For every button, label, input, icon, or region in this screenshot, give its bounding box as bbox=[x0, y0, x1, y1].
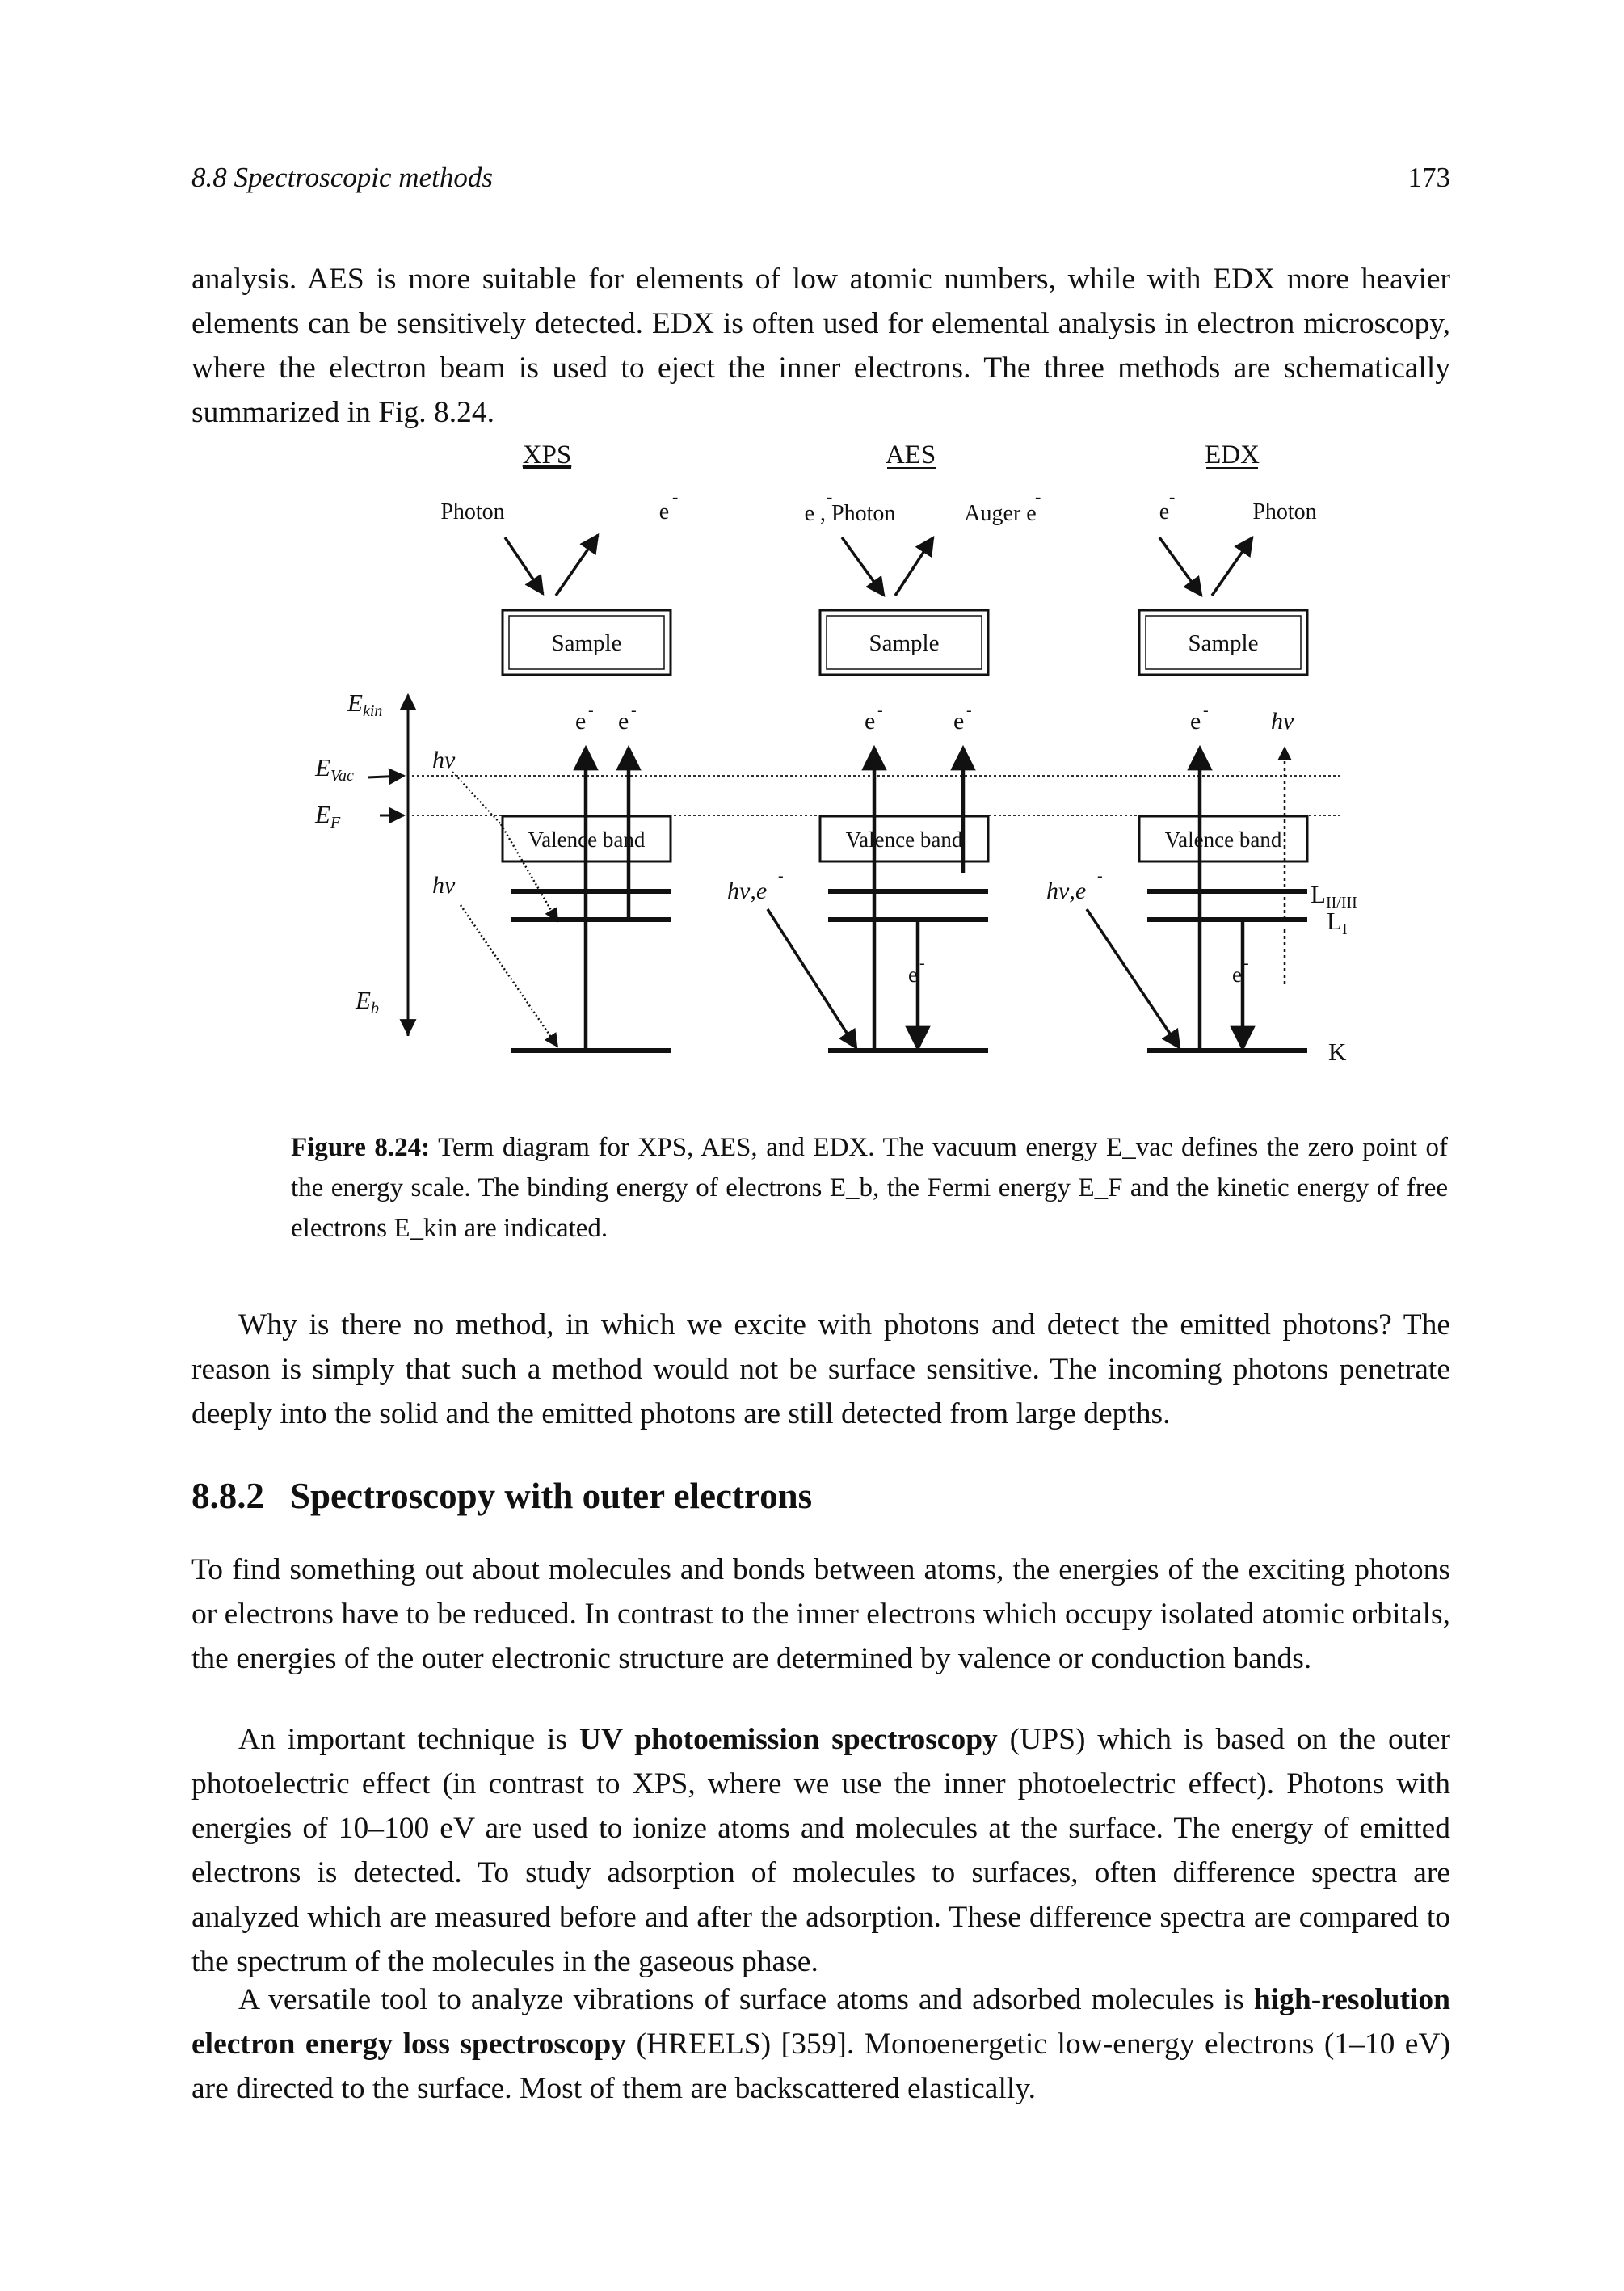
svg-text:-: - bbox=[631, 701, 637, 719]
edx-title: EDX bbox=[1205, 440, 1260, 470]
xps-electron-label: e bbox=[659, 499, 669, 524]
svg-text:-: - bbox=[778, 867, 784, 885]
svg-text:-: - bbox=[1243, 954, 1249, 972]
xps-emitted-e: e bbox=[575, 708, 586, 735]
xps-title: XPS bbox=[523, 440, 572, 470]
aes-title: AES bbox=[886, 440, 936, 470]
shell-l23-label: LII/III bbox=[1311, 880, 1357, 912]
paragraph-why: Why is there no method, in which we exci… bbox=[191, 1308, 1450, 1430]
svg-text:-: - bbox=[827, 486, 832, 507]
section-heading: 8.8.2 Spectroscopy with outer electrons bbox=[191, 1475, 812, 1517]
figure-caption: Figure 8.24: Term diagram for XPS, AES, … bbox=[291, 1127, 1448, 1249]
ekin-label: Ekin bbox=[347, 689, 382, 720]
svg-text:-: - bbox=[1035, 486, 1041, 507]
edx-photon-label: Photon bbox=[1252, 499, 1316, 524]
term-hreels: high-resolution electron energy loss spe… bbox=[191, 1983, 1450, 2061]
section-title: Spectroscopy with outer electrons bbox=[290, 1476, 813, 1516]
svg-text:hν: hν bbox=[432, 872, 456, 899]
paragraph-s2: An important technique is UV photoemissi… bbox=[191, 1723, 1450, 1978]
term-ups: UV photoemission spectroscopy bbox=[578, 1723, 998, 1756]
svg-text:-: - bbox=[1097, 867, 1103, 885]
svg-text:-: - bbox=[1203, 701, 1209, 719]
svg-text:-: - bbox=[919, 954, 925, 972]
caption-text: Term diagram for XPS, AES, and EDX. The … bbox=[291, 1133, 1448, 1243]
eb-label: Eb bbox=[355, 986, 379, 1017]
edx-emitted-e: e bbox=[1190, 708, 1201, 735]
aes-emitted-e: e bbox=[865, 708, 875, 735]
paragraph-intro: analysis. AES is more suitable for eleme… bbox=[191, 263, 1450, 429]
evac-label: EVac bbox=[314, 753, 354, 785]
aes-sample-label: Sample bbox=[869, 630, 940, 656]
page-header: 8.8 Spectroscopic methods 173 bbox=[191, 162, 1450, 197]
svg-text:e: e bbox=[953, 708, 964, 735]
ef-label: EF bbox=[314, 800, 341, 832]
svg-text:-: - bbox=[877, 701, 883, 719]
aes-inner-e: e bbox=[908, 962, 918, 987]
section-number: 8.8.2 bbox=[191, 1476, 264, 1516]
caption-label: Figure 8.24: bbox=[291, 1133, 431, 1162]
edx-inner-e: e bbox=[1232, 962, 1242, 987]
edx-hv-label: hν,e bbox=[1046, 878, 1086, 904]
svg-text:-: - bbox=[672, 486, 678, 507]
xps-hv-label: hν bbox=[432, 747, 456, 773]
edx-photon-hv: hν bbox=[1271, 708, 1294, 735]
aes-hv-label: hν,e bbox=[727, 878, 767, 904]
svg-text:-: - bbox=[588, 701, 594, 719]
aes-valence-label: Valence band bbox=[846, 828, 963, 852]
page-number: 173 bbox=[1407, 162, 1451, 193]
aes-in-label: e , Photon bbox=[805, 501, 896, 526]
term-diagram: XPS AES EDX Photon e - e , Photon - Auge… bbox=[314, 440, 1357, 1066]
edx-electron-label: e bbox=[1159, 499, 1169, 524]
svg-text:e: e bbox=[618, 708, 629, 735]
edx-valence-label: Valence band bbox=[1165, 828, 1282, 852]
paragraph-s3: A versatile tool to analyze vibrations o… bbox=[191, 1983, 1451, 2105]
shell-l1-label: LI bbox=[1327, 907, 1348, 938]
shell-k-label: K bbox=[1328, 1038, 1347, 1066]
xps-sample-label: Sample bbox=[552, 630, 622, 656]
aes-auger-label: Auger e bbox=[964, 501, 1036, 526]
xps-photon-label: Photon bbox=[440, 499, 504, 524]
svg-text:-: - bbox=[1169, 486, 1175, 507]
paragraph-s1: To find something out about molecules an… bbox=[191, 1553, 1450, 1675]
svg-text:-: - bbox=[966, 701, 972, 719]
edx-sample-label: Sample bbox=[1189, 630, 1259, 656]
running-head: 8.8 Spectroscopic methods bbox=[191, 162, 493, 193]
term-diagram-figure: XPS AES EDX Photon e - e , Photon - Auge… bbox=[291, 436, 1422, 1083]
